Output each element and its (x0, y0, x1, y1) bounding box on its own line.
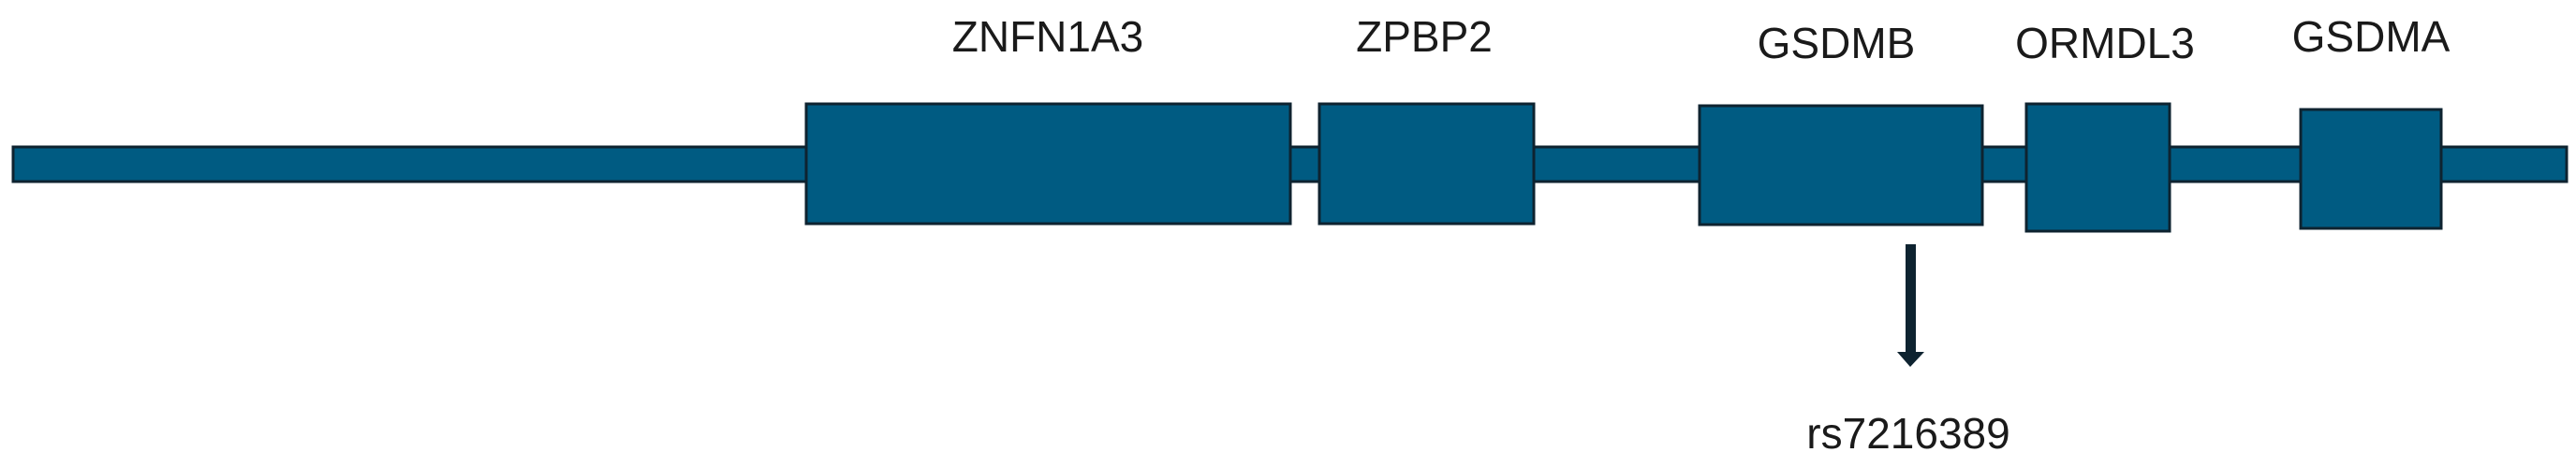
gene-label-zpbp2: ZPBP2 (1356, 12, 1493, 61)
gene-box-ormdl3 (2024, 102, 2171, 233)
gene-box-zpbp2 (1317, 102, 1536, 226)
gene-box-gsdma (2299, 108, 2443, 230)
gene-label-ormdl3: ORMDL3 (2015, 19, 2195, 67)
gene-label-gsdma: GSDMA (2292, 12, 2451, 61)
snp-arrow-head (1897, 352, 1924, 367)
snp-label: rs7216389 (1806, 409, 2009, 458)
snp-arrow (1897, 244, 1924, 367)
snp-arrow-shaft (1906, 244, 1916, 354)
gene-label-gsdmb: GSDMB (1758, 19, 1916, 67)
gene-label-znfn1a3: ZNFN1A3 (952, 12, 1143, 61)
gene-box-gsdmb (1698, 104, 1984, 226)
gene-box-znfn1a3 (804, 102, 1292, 226)
